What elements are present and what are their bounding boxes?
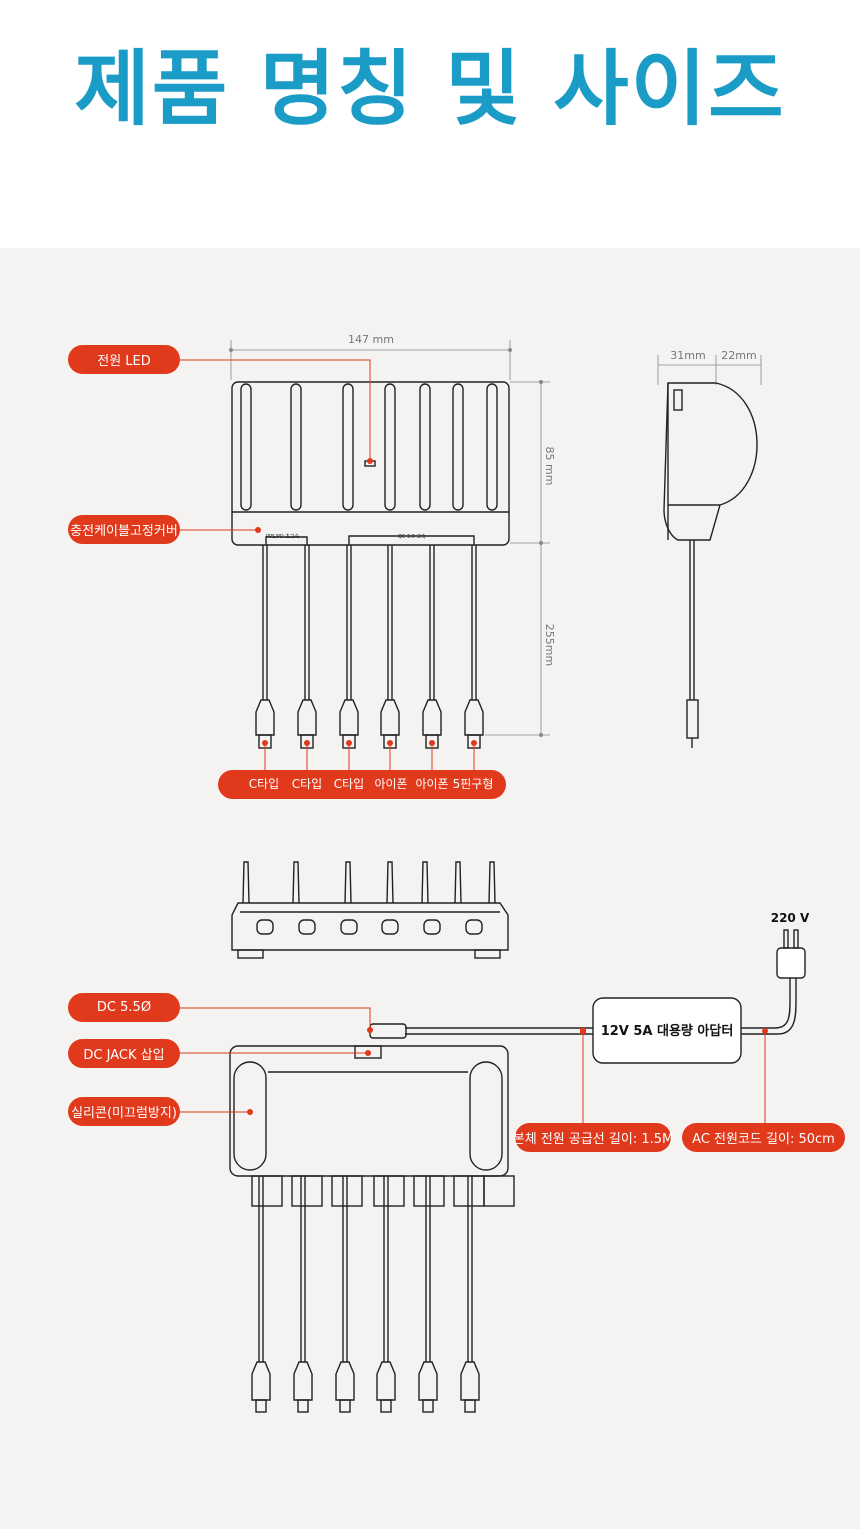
cable-connector [255,699,275,736]
cable-connector [339,699,359,736]
svg-text:PPS/PD 초고속: PPS/PD 초고속 [266,533,300,540]
cable-tip [339,1399,351,1413]
charger-bottom-view [229,1045,515,1413]
leader-dot [429,740,435,746]
cable-slot [344,861,352,904]
cable-slot [488,861,496,904]
cable-slot [454,861,462,904]
leader-dot [471,740,477,746]
cable-tip-label: 5핀구형 [452,777,494,791]
cable-slot [486,383,498,511]
dimension-width: 147 mm [229,333,512,380]
cable-connector [293,1361,313,1401]
cable-connector [335,1361,355,1401]
cable-tip-label: C타입 [333,777,365,791]
svg-text:QC 3.0 고속: QC 3.0 고속 [398,533,426,540]
cable-connector [251,1361,271,1401]
label-cable-cover: 충전케이블고정커버 [68,515,180,544]
cable-tip-label: 아이폰 [415,777,449,791]
leader-dot [346,740,352,746]
cable-tip-label: C타입 [248,777,280,791]
svg-text:31mm: 31mm [670,349,705,362]
charger-side-view: 31mm 22mm [657,349,762,748]
cable-connector [460,1361,480,1401]
svg-text:22mm: 22mm [721,349,756,362]
cable-holder [251,1175,283,1207]
cable-slot [240,383,252,511]
cable-slot [452,383,464,511]
port [298,919,316,935]
cable-holder [413,1175,445,1207]
label-dc: DC 5.5Ø [68,993,180,1022]
svg-text:12V 5A 대용량 아답터: 12V 5A 대용량 아답터 [601,1023,734,1039]
charger-front-view [231,861,509,959]
svg-text:255mm: 255mm [543,624,556,666]
svg-text:220 V: 220 V [771,911,810,925]
label-power-led: 전원 LED [68,345,180,374]
dimension-height: 85 mm 255mm [485,380,556,737]
port [465,919,483,935]
cable-slot [290,383,302,511]
cable-connector [297,699,317,736]
cable-tip [464,1399,476,1413]
cable-slot [384,383,396,511]
port [423,919,441,935]
cable-connector [418,1361,438,1401]
cable-holder [373,1175,405,1207]
cable-tip-label: 아이폰 [374,777,408,791]
cable-tip [422,1399,434,1413]
leader-dot [304,740,310,746]
cable-connector [380,699,400,736]
cable-connector [464,699,484,736]
port [340,919,358,935]
cable-tip [297,1399,309,1413]
cable-slot [342,383,354,511]
label-dc-jack: DC JACK 삽입 [68,1039,180,1068]
port [256,919,274,935]
cable-tip-labels: C타입 C타입 C타입 아이폰 아이폰 5핀구형 [218,770,506,799]
cable-connector [422,699,442,736]
label-silicone: 실리콘(미끄럼방지) [68,1097,180,1126]
cable-connector [376,1361,396,1401]
cable-tip-label: C타입 [291,777,323,791]
cable-holder [483,1175,515,1207]
cable-tip [380,1399,392,1413]
adapter-diagram: 12V 5A 대용량 아답터 220 V [369,911,810,1064]
label-main-cable: 본체 전원 공급선 길이: 1.5M [513,1123,673,1152]
cable-slot [292,861,300,904]
label-ac-cord: AC 전원코드 길이: 50cm [682,1123,845,1152]
port [381,919,399,935]
charger-top-view: PPS/PD 초고속 QC 3.0 고속 [231,381,510,749]
cable-holder [291,1175,323,1207]
cable-tip [255,1399,267,1413]
leader-dot [262,740,268,746]
cable-slot [419,383,431,511]
cable-holder [453,1175,485,1207]
header-area [0,0,860,248]
cable-slot [386,861,394,904]
svg-text:85 mm: 85 mm [543,447,556,486]
cable-slot [242,861,250,904]
cable-holder [331,1175,363,1207]
cable-slot [421,861,429,904]
svg-text:147 mm: 147 mm [348,333,394,346]
page-title: 제품 명칭 및 사이즈 [74,42,786,137]
leader-dot [387,740,393,746]
